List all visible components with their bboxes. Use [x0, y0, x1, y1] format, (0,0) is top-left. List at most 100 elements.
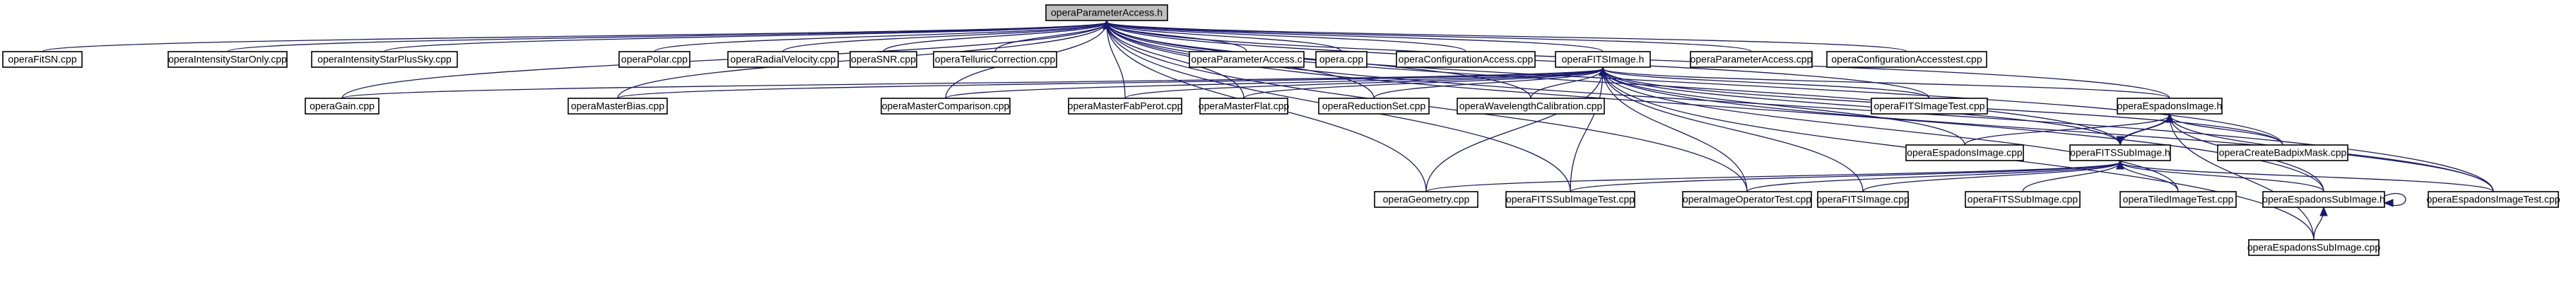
edge-n24-n26	[1425, 159, 2124, 192]
file-node-n31[interactable]: operaTiledImageTest.cpp	[2119, 191, 2237, 208]
file-node-n8[interactable]: operaParameterAccess.c	[1189, 51, 1305, 68]
file-node-n11[interactable]: operaFITSImage.h	[1555, 51, 1651, 68]
file-node-label: operaFITSImage.h	[1562, 54, 1645, 65]
edge-line	[341, 68, 1604, 99]
edge-line	[1106, 21, 1907, 52]
file-node-box	[1505, 191, 1635, 208]
file-node-n0[interactable]: operaParameterAccess.h	[1045, 4, 1168, 21]
file-node-n17[interactable]: operaMasterFabPerot.cpp	[1068, 98, 1183, 115]
file-node-n27[interactable]: operaFITSSubImageTest.cpp	[1505, 191, 1635, 208]
file-node-label: operaEspadonsImageTest.cpp	[2426, 194, 2560, 205]
file-node-box	[311, 51, 458, 68]
file-node-label: operaMasterComparison.cpp	[882, 100, 1010, 112]
file-node-n7[interactable]: operaTelluricCorrection.cpp	[933, 51, 1057, 68]
file-node-box	[1826, 51, 1987, 68]
file-node-label: operaConfigurationAccesstest.cpp	[1831, 54, 1982, 65]
file-node-n32[interactable]: operaEspadonsSubImage.h	[2262, 191, 2385, 208]
edge-line	[1106, 21, 1604, 52]
file-node-box	[1555, 51, 1651, 68]
file-node-n28[interactable]: operaImageOperatorTest.cpp	[1682, 191, 1812, 208]
file-node-n5[interactable]: operaRadialVelocity.cpp	[727, 51, 839, 68]
edge-n32-n32	[2383, 192, 2406, 207]
edge-line	[1746, 161, 2121, 192]
file-node-n26[interactable]: operaGeometry.cpp	[1374, 191, 1478, 208]
file-node-box	[1457, 98, 1605, 115]
file-node-n21[interactable]: operaFITSImageTest.cpp	[1871, 98, 1988, 115]
file-node-n3[interactable]: operaIntensityStarPlusSky.cpp	[311, 51, 458, 68]
edge-line	[1602, 68, 1748, 192]
edge-arrowhead	[1102, 19, 1111, 30]
file-node-box	[2217, 144, 2348, 161]
file-node-n4[interactable]: operaPolar.cpp	[618, 51, 690, 68]
file-node-n1[interactable]: operaFitSN.cpp	[2, 51, 83, 68]
file-node-box	[305, 98, 380, 115]
edge-arrowhead	[2116, 159, 2124, 170]
file-node-label: operaFITSImage.cpp	[1816, 194, 1910, 205]
file-node-box	[1189, 51, 1305, 68]
file-node-n25[interactable]: operaCreateBadpixMask.cpp	[2217, 144, 2348, 161]
edge-arrowhead	[1599, 66, 1607, 76]
edge-n32-n34	[2313, 206, 2328, 240]
file-node-box	[1199, 98, 1288, 115]
edge-n24-n28	[1746, 159, 2124, 192]
file-node-n30[interactable]: operaFITSSubImage.cpp	[1965, 191, 2081, 208]
graph-edges	[42, 19, 2494, 240]
edge-line	[1602, 68, 1965, 146]
edge-n24-n29	[1862, 159, 2124, 192]
file-node-box	[567, 98, 668, 115]
file-node-n10[interactable]: operaConfigurationAccess.cpp	[1396, 51, 1536, 68]
file-node-box	[2248, 239, 2380, 256]
edge-line	[1106, 21, 1342, 52]
file-node-box	[2069, 144, 2171, 161]
edge-line	[42, 21, 1107, 52]
file-node-box	[2119, 191, 2237, 208]
file-node-n29[interactable]: operaFITSImage.cpp	[1816, 191, 1910, 208]
file-node-n14[interactable]: operaGain.cpp	[305, 98, 380, 115]
file-node-label: operaMasterFlat.cpp	[1199, 100, 1290, 112]
file-node-box	[933, 51, 1057, 68]
file-node-label: operaReductionSet.cpp	[1322, 100, 1426, 112]
file-node-box	[1374, 191, 1478, 208]
edge-line	[1602, 68, 1930, 99]
edge-line	[1862, 161, 2121, 192]
file-node-n23[interactable]: operaEspadonsImage.cpp	[1905, 144, 2024, 161]
file-node-n33[interactable]: operaEspadonsImageTest.cpp	[2426, 191, 2560, 208]
file-node-n6[interactable]: operaSNR.cpp	[849, 51, 917, 68]
file-node-label: opera.cpp	[1319, 54, 1363, 65]
file-node-box	[2, 51, 83, 68]
file-node-n24[interactable]: operaFITSSubImage.h	[2069, 144, 2171, 161]
edge-arrowhead	[2116, 136, 2124, 146]
file-node-label: operaPolar.cpp	[621, 54, 688, 65]
edge-line	[1106, 21, 2283, 146]
edge-line	[384, 21, 1107, 52]
graph-nodes: operaParameterAccess.h operaFitSN.cpp oper…	[2, 4, 2560, 256]
file-node-label: operaFITSImageTest.cpp	[1874, 100, 1984, 112]
file-node-box	[2117, 98, 2223, 115]
file-node-n22[interactable]: operaEspadonsImage.h	[2117, 98, 2223, 115]
file-node-box	[1315, 51, 1368, 68]
file-node-label: operaFitSN.cpp	[8, 54, 76, 65]
file-node-box	[1905, 144, 2024, 161]
file-node-box	[881, 98, 1011, 115]
file-node-n2[interactable]: operaIntensityStarOnly.cpp	[167, 51, 288, 68]
edge-n24-n27	[1570, 159, 2124, 192]
file-node-n16[interactable]: operaMasterComparison.cpp	[881, 98, 1011, 115]
edge-n0-n4	[654, 19, 1111, 52]
file-node-n20[interactable]: operaWavelengthCalibration.cpp	[1457, 98, 1605, 115]
file-node-n34[interactable]: operaEspadonsSubImage.cpp	[2247, 239, 2381, 256]
file-node-label: operaEspadonsImage.cpp	[1907, 147, 2023, 158]
file-node-n19[interactable]: operaReductionSet.cpp	[1318, 98, 1430, 115]
edge-n0-n9	[1102, 19, 1342, 52]
edge-n0-n12	[1102, 19, 1752, 52]
edge-line	[1425, 161, 2121, 192]
file-node-n12[interactable]: operaParameterAccess.cpp	[1690, 51, 1813, 68]
file-node-n13[interactable]: operaConfigurationAccesstest.cpp	[1826, 51, 1987, 68]
file-node-n18[interactable]: operaMasterFlat.cpp	[1199, 98, 1290, 115]
edge-n0-n6	[883, 19, 1111, 52]
file-node-label: operaSNR.cpp	[851, 54, 916, 65]
file-node-label: operaParameterAccess.cpp	[1690, 54, 1813, 65]
file-node-label: operaFITSSubImageTest.cpp	[1506, 194, 1635, 205]
file-node-n9[interactable]: opera.cpp	[1315, 51, 1368, 68]
file-node-n15[interactable]: operaMasterBias.cpp	[567, 98, 668, 115]
